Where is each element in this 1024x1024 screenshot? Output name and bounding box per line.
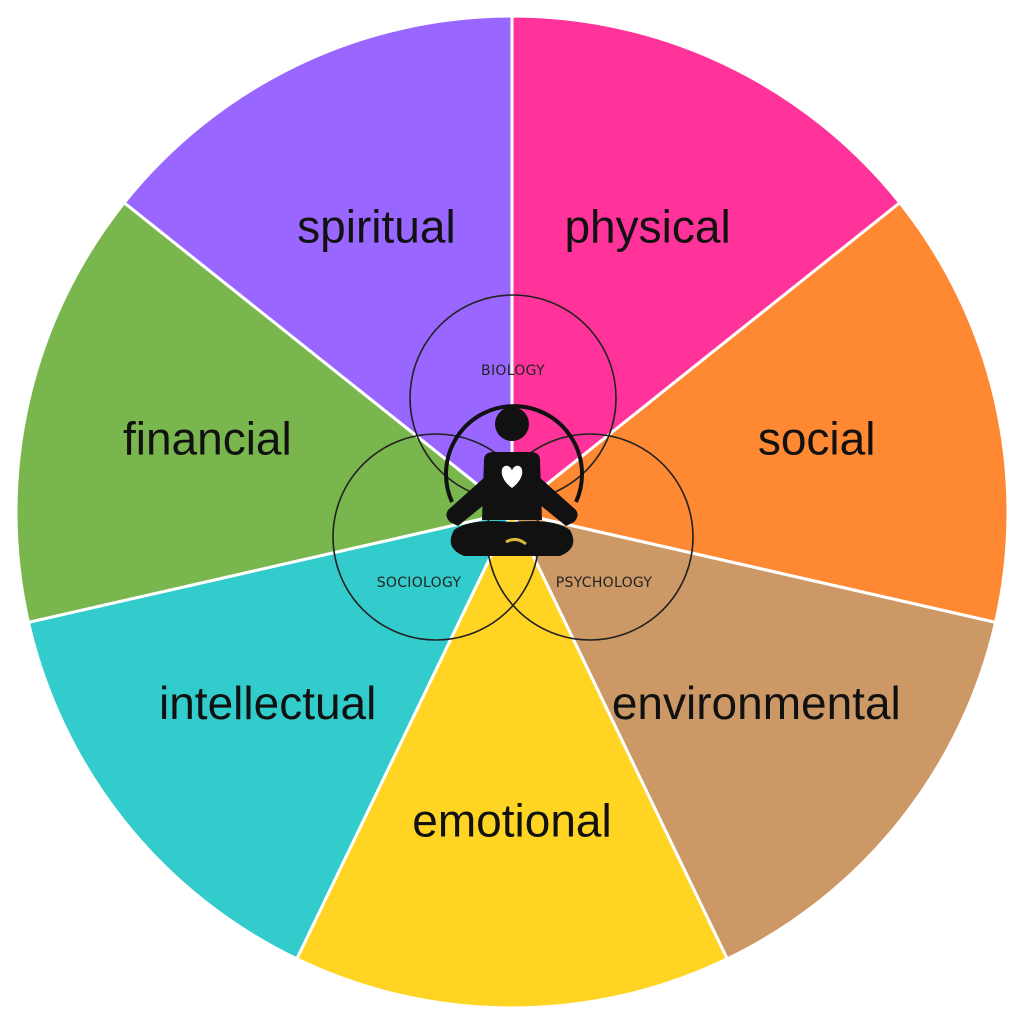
label-physical: physical — [564, 201, 730, 253]
biology-label: BIOLOGY — [481, 363, 545, 379]
label-environmental: environmental — [612, 677, 901, 729]
label-financial: financial — [123, 413, 292, 465]
label-spiritual: spiritual — [297, 201, 456, 253]
segment-intellectual — [26, 509, 515, 961]
segment-social — [508, 200, 1010, 625]
label-emotional: emotional — [412, 795, 611, 847]
segment-physical — [510, 14, 902, 516]
label-social: social — [758, 413, 876, 465]
sociology-label: SOCIOLOGY — [377, 575, 462, 591]
label-intellectual: intellectual — [159, 677, 376, 729]
segment-financial — [14, 200, 516, 625]
segment-environmental — [509, 509, 998, 961]
psychology-label: PSYCHOLOGY — [556, 575, 653, 591]
wheel-segments: physical social environmental emotional inte… — [14, 14, 1010, 1010]
segment-emotional — [294, 508, 730, 1010]
meditating-person-icon — [444, 404, 584, 556]
segment-spiritual — [122, 14, 514, 516]
